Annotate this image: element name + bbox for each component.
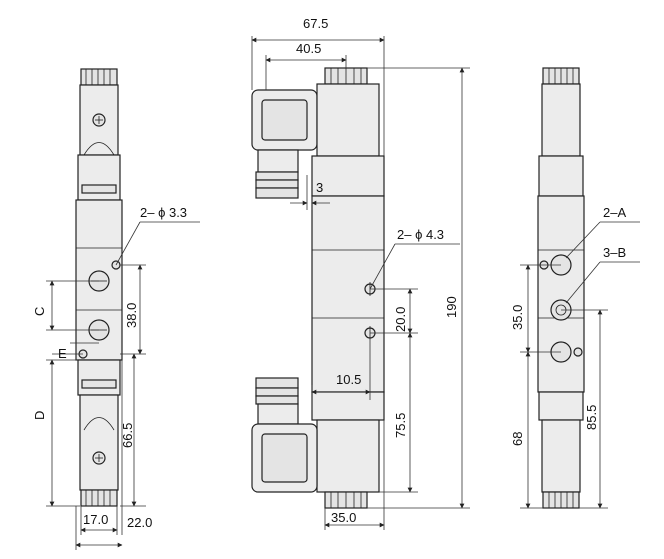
- right-port-b-label: 3–B: [603, 245, 626, 260]
- center-upper-body: [311, 155, 385, 197]
- left-hole-label: 2– ϕ 3.3: [140, 205, 187, 220]
- left-label-c: C: [32, 307, 47, 316]
- center-lower-body: [311, 391, 385, 421]
- center-bottom-plug: [255, 377, 299, 389]
- right-bottom-solenoid: [541, 419, 581, 493]
- center-dim-20: 20.0: [393, 307, 408, 332]
- center-front-view: 67.5 40.5 3 2– ϕ 4.3 190 20.0 75.5: [251, 16, 470, 530]
- center-dim-40-5: 40.5: [296, 41, 321, 56]
- center-dim-10-5: 10.5: [336, 372, 361, 387]
- center-dim-35: 35.0: [331, 510, 356, 525]
- right-upper-body: [538, 155, 584, 197]
- right-port-a-label: 2–A: [603, 205, 626, 220]
- center-bottom-solenoid: [316, 419, 380, 493]
- right-main-body: [537, 195, 585, 393]
- left-dim-17: 17.0: [83, 512, 108, 527]
- left-dim-22: 22.0: [127, 515, 152, 530]
- left-side-view: 2– ϕ 3.3 38.0 66.5 C E D 17.0 22.0: [32, 68, 200, 550]
- center-hole-label: 2– ϕ 4.3: [397, 227, 444, 242]
- right-dim-85-5: 85.5: [584, 405, 599, 430]
- left-lower-body: [77, 359, 121, 396]
- right-dim-35: 35.0: [510, 305, 525, 330]
- center-main-body: [311, 195, 385, 393]
- center-dim-190: 190: [444, 296, 459, 318]
- right-side-view: 2–A 3–B 35.0 68 85.5: [510, 67, 640, 509]
- right-lower-body: [538, 391, 584, 421]
- left-label-d: D: [32, 411, 47, 420]
- left-dim-38: 38.0: [124, 303, 139, 328]
- left-bottom-cap: [80, 489, 118, 507]
- center-dim-3: 3: [316, 180, 323, 195]
- center-dim-75-5: 75.5: [393, 413, 408, 438]
- right-dim-68: 68: [510, 432, 525, 446]
- left-dim-66-5: 66.5: [120, 423, 135, 448]
- right-top-solenoid: [541, 83, 581, 157]
- left-label-e: E: [58, 346, 67, 361]
- center-top-plug: [257, 149, 299, 173]
- center-dim-67-5: 67.5: [303, 16, 328, 31]
- left-bottom-solenoid: [79, 394, 119, 491]
- center-top-solenoid: [316, 83, 380, 157]
